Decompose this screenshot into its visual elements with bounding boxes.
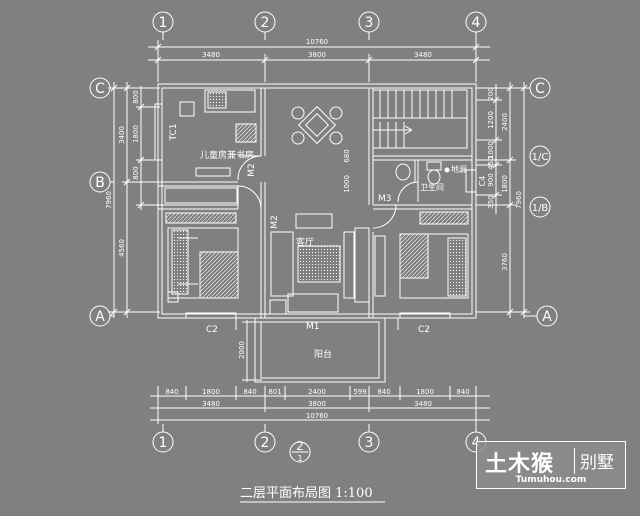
dim-bottom-total: 10760 <box>306 412 328 420</box>
label-c2-left: C2 <box>206 325 218 335</box>
floor-drain-label: 地漏 <box>451 164 467 174</box>
drawing-title: 二层平面布局图 1:100 <box>240 486 373 501</box>
label-c4: C4 <box>478 176 487 187</box>
right-bedroom-furniture <box>374 211 469 299</box>
room-bath: 卫生间 <box>420 182 444 192</box>
dim-top-seg2: 3800 <box>308 51 326 59</box>
dim-right-900: 900 <box>487 173 495 186</box>
dim-bottom-599: 599 <box>353 388 366 396</box>
axis-left-C: C <box>95 81 105 97</box>
dim-bottom-3480a: 3480 <box>202 400 220 408</box>
axis-left-B: B <box>95 175 105 191</box>
dim-bottom-840c: 840 <box>377 388 390 396</box>
dim-right-200: 200 <box>487 87 495 100</box>
dim-top-seg1: 3480 <box>202 51 220 59</box>
dining-set <box>291 105 343 145</box>
logo-name: 土木猴 <box>485 451 555 477</box>
top-dimension-lines <box>148 40 490 82</box>
living-room-furniture <box>269 213 370 315</box>
dim-right-1800: 1800 <box>501 175 509 193</box>
dim-1000-mid: 1000 <box>343 175 351 193</box>
dim-bottom-1800b: 1800 <box>416 388 434 396</box>
label-tc1: TC1 <box>169 124 179 142</box>
room-living: 客厅 <box>296 236 314 248</box>
axis-bottom-3: 3 <box>365 435 374 451</box>
dim-top-total: 10760 <box>306 38 328 46</box>
dim-bottom-840d: 840 <box>456 388 469 396</box>
staircase <box>372 89 468 149</box>
dim-left-800b: 800 <box>132 166 140 179</box>
label-c2-right: C2 <box>418 325 430 335</box>
label-m2-upper: M2 <box>247 163 257 177</box>
dim-680-mid: 680 <box>343 149 351 162</box>
dim-right-1200: 1200 <box>487 111 495 129</box>
dim-top-seg3: 3480 <box>414 51 432 59</box>
axis-bottom-2-1-sub: 1 <box>297 454 302 463</box>
left-bedroom-furniture <box>165 212 239 303</box>
dim-right-3760: 3760 <box>501 253 509 271</box>
axis-top-3: 3 <box>365 15 374 31</box>
bottom-dimension-lines <box>150 320 490 424</box>
logo-tag: 别墅 <box>580 453 614 473</box>
axis-bottom-2-1: 2 <box>296 439 304 453</box>
dim-bottom-840b: 840 <box>243 388 256 396</box>
axis-top-4: 4 <box>472 15 481 31</box>
dim-left-3400: 3400 <box>118 126 126 144</box>
right-axis-bubbles <box>524 77 558 327</box>
axis-right-A: A <box>542 309 552 325</box>
dim-left-total: 7960 <box>105 191 113 209</box>
axis-right-C: C <box>535 81 545 97</box>
axis-bottom-2: 2 <box>261 435 270 451</box>
left-dimension-lines <box>108 82 160 318</box>
kids-room-furniture <box>164 89 257 204</box>
logo-url: Tumuhou.com <box>515 475 587 485</box>
dim-bottom-2400: 2400 <box>308 388 326 396</box>
top-axis-bubbles <box>152 11 487 40</box>
doors <box>235 155 419 330</box>
axis-top-2: 2 <box>261 15 270 31</box>
room-kids-study: 儿童房兼书房 <box>200 149 254 161</box>
dim-right-2400: 2400 <box>501 113 509 131</box>
dim-bottom-3800: 3800 <box>308 400 326 408</box>
axis-right-1C: 1/C <box>532 152 549 163</box>
axis-right-1B: 1/B <box>532 203 549 214</box>
dim-balcony-2000: 2000 <box>238 341 246 359</box>
dim-left-4560: 4560 <box>118 239 126 257</box>
tumuhou-logo: 土木猴 别墅 Tumuhou.com <box>476 441 626 489</box>
dim-bottom-840a: 840 <box>165 388 178 396</box>
bottom-axis-bubbles <box>152 424 487 463</box>
axis-bottom-1: 1 <box>159 435 168 451</box>
label-m2-lower: M2 <box>270 215 280 229</box>
label-m3: M3 <box>378 194 392 204</box>
room-balcony: 阳台 <box>314 348 332 360</box>
balcony <box>254 317 386 383</box>
dim-left-800a: 800 <box>132 90 140 103</box>
axis-left-A: A <box>95 309 105 325</box>
logo-divider <box>574 448 575 474</box>
dim-right-total: 7960 <box>515 191 523 209</box>
dim-right-350: 350 <box>487 195 495 208</box>
dim-right-450: 450 <box>487 156 495 169</box>
dim-left-1800: 1800 <box>132 125 140 143</box>
dim-bottom-3480b: 3480 <box>414 400 432 408</box>
dim-bottom-1800a: 1800 <box>202 388 220 396</box>
dim-bottom-801: 801 <box>268 388 281 396</box>
label-m1: M1 <box>306 322 320 332</box>
bath-fixtures <box>395 161 450 185</box>
axis-top-1: 1 <box>159 15 168 31</box>
windows <box>154 103 477 319</box>
left-axis-bubbles <box>89 77 114 327</box>
dim-right-1000: 1000 <box>487 141 495 159</box>
right-dimension-lines <box>476 82 530 318</box>
